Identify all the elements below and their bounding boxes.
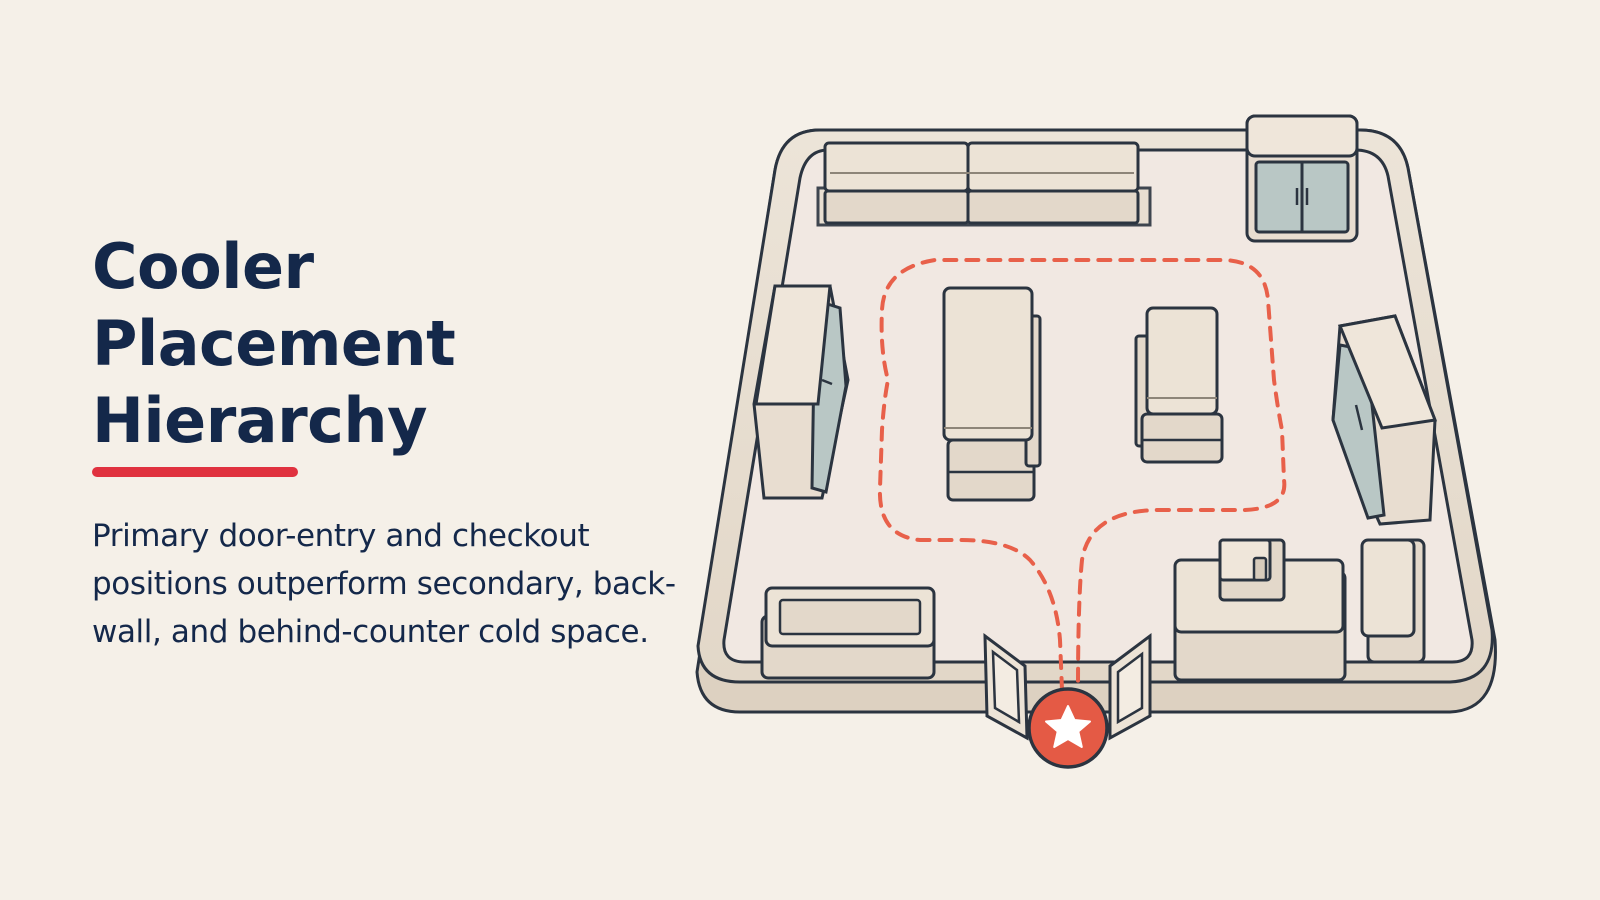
customer-path xyxy=(877,258,1287,692)
right-wall-cooler xyxy=(1331,314,1438,526)
center-gondola-right xyxy=(1134,306,1224,464)
title-line-3: Hierarchy xyxy=(92,384,428,457)
title-underline xyxy=(92,467,298,477)
entrance-door-right xyxy=(1108,633,1152,741)
front-chest-cooler xyxy=(760,586,936,680)
title-line-2: Placement xyxy=(92,307,456,380)
subtitle: Primary door-entry and checkout position… xyxy=(92,518,676,650)
star-icon xyxy=(1027,687,1109,769)
store-floor xyxy=(722,148,1474,664)
store-floor-plan xyxy=(695,114,1497,769)
left-wall-cooler xyxy=(752,284,850,500)
page-title: Cooler Placement Hierarchy xyxy=(92,228,652,459)
entrance-door-left xyxy=(983,632,1029,741)
checkout-counter xyxy=(1173,538,1347,682)
back-wall-shelf xyxy=(816,141,1152,227)
behind-counter-cooler xyxy=(1360,538,1426,664)
center-gondola-left xyxy=(942,286,1042,502)
title-line-1: Cooler xyxy=(92,230,314,303)
back-wall-cooler xyxy=(1245,114,1359,243)
